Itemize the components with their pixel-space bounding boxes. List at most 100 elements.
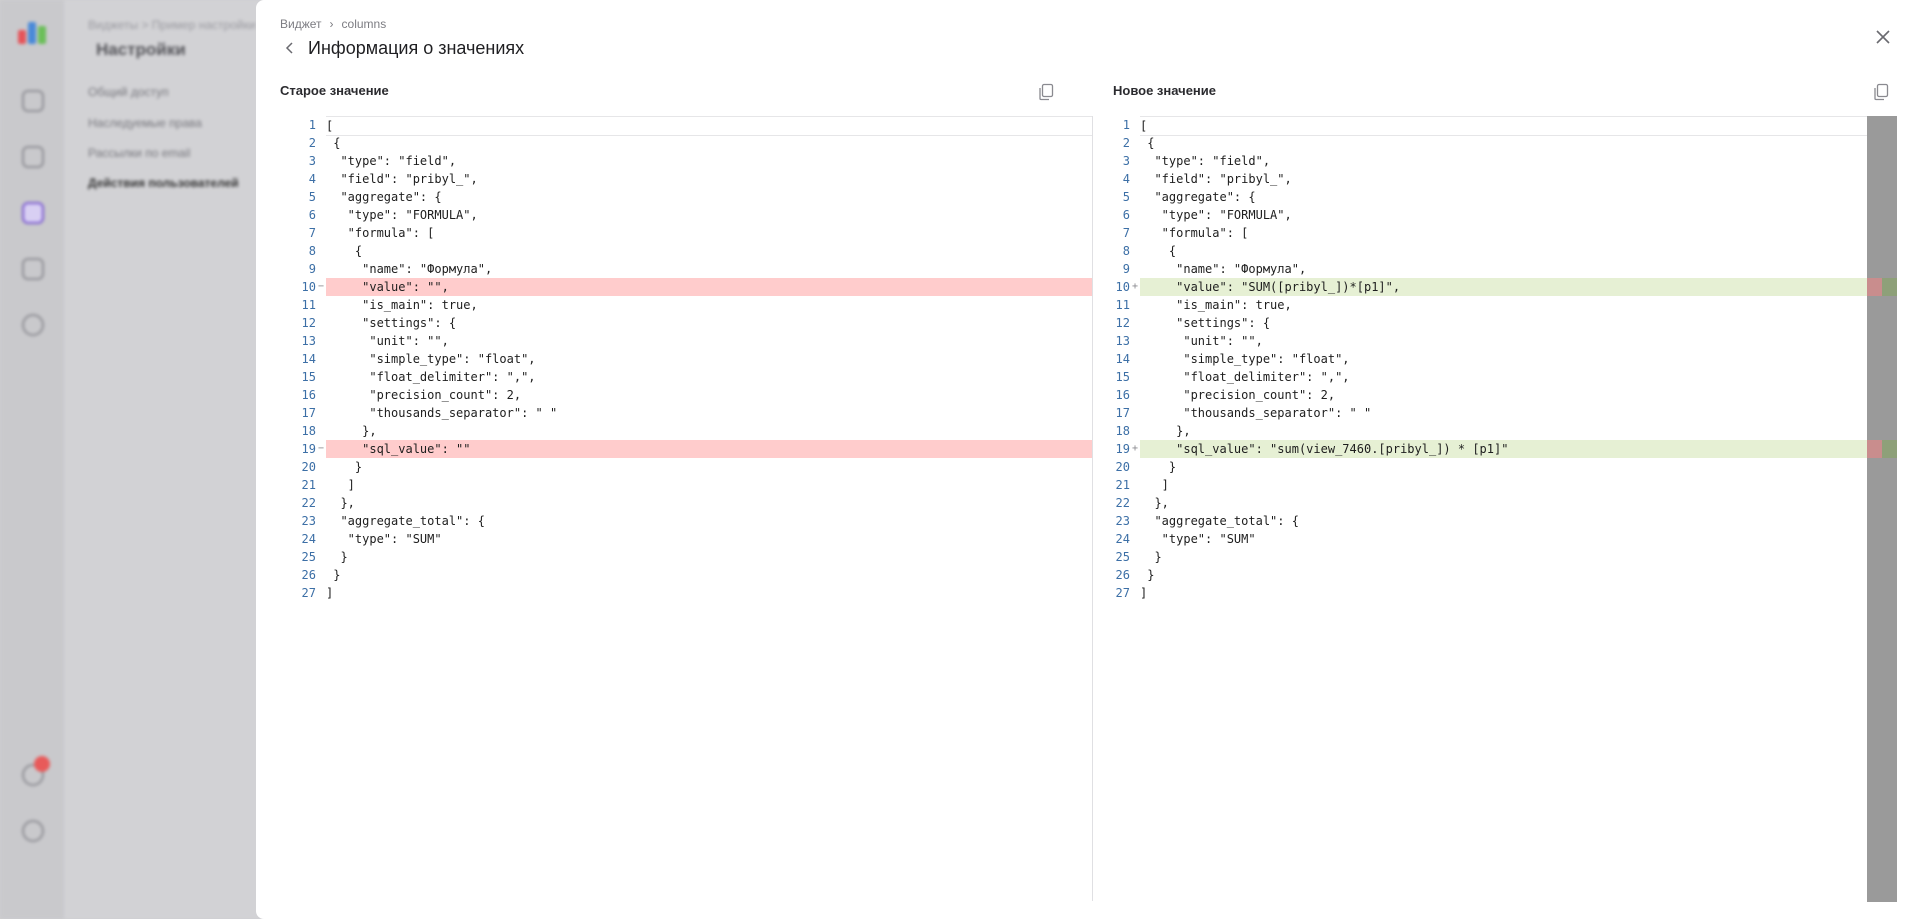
user-icon[interactable] xyxy=(22,820,44,842)
line-number: 9 xyxy=(1122,262,1130,276)
diff-marker: + xyxy=(1131,281,1139,292)
line-number: 25 xyxy=(1115,550,1130,564)
line-code: "type": "FORMULA", xyxy=(326,208,478,222)
line-code: } xyxy=(1140,460,1177,474)
nav-rail xyxy=(0,0,64,919)
code-line: 5 "aggregate": { xyxy=(280,188,1092,206)
code-line: 8 { xyxy=(280,242,1092,260)
line-number: 13 xyxy=(1115,334,1130,348)
code-line: 17 "thousands_separator": " " xyxy=(280,404,1092,422)
code-line: 3 "type": "field", xyxy=(1094,152,1890,170)
code-line: 20 } xyxy=(280,458,1092,476)
code-line: 3 "type": "field", xyxy=(280,152,1092,170)
line-code: }, xyxy=(326,496,355,510)
line-code: }, xyxy=(326,424,377,438)
code-line: 8 { xyxy=(1094,242,1890,260)
line-number: 26 xyxy=(1115,568,1130,582)
monitor-icon[interactable] xyxy=(22,202,44,224)
line-code: "is_main": true, xyxy=(326,298,478,312)
line-number: 17 xyxy=(301,406,316,420)
code-line: 11 "is_main": true, xyxy=(280,296,1092,314)
line-code: } xyxy=(326,568,341,582)
line-code: "sql_value": "sum(view_7460.[pribyl_]) *… xyxy=(1140,440,1890,458)
bg-page-title: Настройки xyxy=(96,40,186,59)
line-code: { xyxy=(326,244,363,258)
code-line: 23 "aggregate_total": { xyxy=(280,512,1092,530)
diff-overview-scrollbar[interactable] xyxy=(1867,116,1897,902)
line-number: 4 xyxy=(308,172,316,186)
line-code: } xyxy=(1140,550,1162,564)
line-number: 15 xyxy=(1115,370,1130,384)
line-number: 14 xyxy=(1115,352,1130,366)
line-code: } xyxy=(326,550,348,564)
bell-icon[interactable] xyxy=(22,764,44,786)
line-number: 18 xyxy=(301,424,316,438)
line-number: 2 xyxy=(1122,136,1130,150)
line-code: "simple_type": "float", xyxy=(326,352,536,366)
line-code: [ xyxy=(1140,116,1890,136)
breadcrumb-root[interactable]: Виджет xyxy=(280,17,322,31)
app-logo xyxy=(18,20,48,44)
line-number: 8 xyxy=(1122,244,1130,258)
code-line: 15 "float_delimiter": ",", xyxy=(280,368,1092,386)
line-number: 1 xyxy=(308,118,316,132)
line-code: "thousands_separator": " " xyxy=(326,406,558,420)
bg-menu-item[interactable]: Общий доступ xyxy=(88,85,169,99)
line-number: 1 xyxy=(1122,118,1130,132)
line-number: 11 xyxy=(1115,298,1130,312)
copy-new-icon[interactable] xyxy=(1873,83,1889,101)
old-value-editor[interactable]: 1[2 {3 "type": "field",4 "field": "priby… xyxy=(280,116,1093,901)
bg-menu-item-active[interactable]: Действия пользователей xyxy=(88,176,239,190)
back-chevron-icon[interactable] xyxy=(282,40,298,56)
star-icon[interactable] xyxy=(22,146,44,168)
line-number: 10 xyxy=(301,280,316,294)
code-line: 19− "sql_value": "" xyxy=(280,440,1092,458)
line-code: "type": "field", xyxy=(326,154,457,168)
line-code: ] xyxy=(1140,478,1169,492)
line-number: 27 xyxy=(301,586,316,600)
diff-marker: + xyxy=(1131,443,1139,454)
close-icon[interactable] xyxy=(1872,26,1894,48)
line-number: 9 xyxy=(308,262,316,276)
code-line: 18 }, xyxy=(280,422,1092,440)
code-line: 25 } xyxy=(1094,548,1890,566)
grid-icon[interactable] xyxy=(22,258,44,280)
line-number: 17 xyxy=(1115,406,1130,420)
line-code: [ xyxy=(326,116,1092,136)
line-code: }, xyxy=(1140,424,1191,438)
code-line: 19+ "sql_value": "sum(view_7460.[pribyl_… xyxy=(1094,440,1890,458)
line-code: "float_delimiter": ",", xyxy=(1140,370,1350,384)
line-number: 24 xyxy=(301,532,316,546)
code-line: 14 "simple_type": "float", xyxy=(280,350,1092,368)
line-code: ] xyxy=(1140,586,1148,600)
line-number: 14 xyxy=(301,352,316,366)
code-line: 13 "unit": "", xyxy=(280,332,1092,350)
bg-menu-item[interactable]: Наследуемые права xyxy=(88,116,202,130)
line-number: 12 xyxy=(1115,316,1130,330)
line-code: "formula": [ xyxy=(326,226,435,240)
line-number: 5 xyxy=(1122,190,1130,204)
line-number: 5 xyxy=(308,190,316,204)
line-code: "aggregate": { xyxy=(326,190,442,204)
line-number: 7 xyxy=(1122,226,1130,240)
line-number: 21 xyxy=(1115,478,1130,492)
diff-marker: − xyxy=(317,281,325,292)
code-line: 2 { xyxy=(1094,134,1890,152)
code-line: 10− "value": "", xyxy=(280,278,1092,296)
line-code: "precision_count": 2, xyxy=(1140,388,1336,402)
line-number: 12 xyxy=(301,316,316,330)
copy-old-icon[interactable] xyxy=(1038,83,1054,101)
line-number: 23 xyxy=(301,514,316,528)
bg-menu-item[interactable]: Рассылки по email xyxy=(88,146,191,160)
code-line: 22 }, xyxy=(280,494,1092,512)
code-line: 26 } xyxy=(280,566,1092,584)
globe-icon[interactable] xyxy=(22,314,44,336)
line-number: 22 xyxy=(1115,496,1130,510)
code-line: 24 "type": "SUM" xyxy=(1094,530,1890,548)
line-number: 4 xyxy=(1122,172,1130,186)
code-line: 6 "type": "FORMULA", xyxy=(280,206,1092,224)
new-value-editor[interactable]: 1[2 {3 "type": "field",4 "field": "priby… xyxy=(1094,116,1890,901)
code-line: 13 "unit": "", xyxy=(1094,332,1890,350)
code-line: 10+ "value": "SUM([pribyl_])*[p1]", xyxy=(1094,278,1890,296)
home-icon[interactable] xyxy=(22,90,44,112)
